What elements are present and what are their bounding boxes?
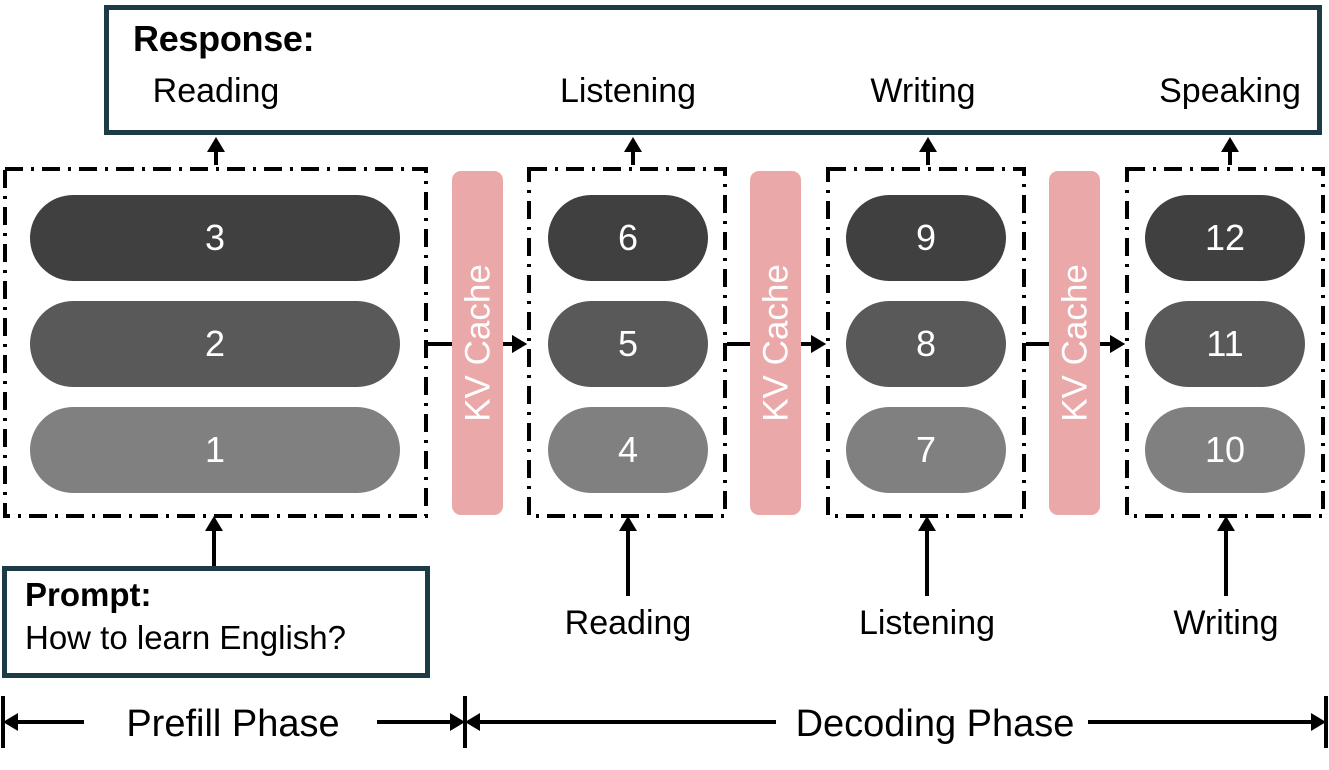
input-label-1: Listening bbox=[858, 604, 996, 642]
kv-cache-label: KV Cache bbox=[1055, 264, 1094, 422]
input-label-2: Writing bbox=[1173, 604, 1279, 642]
prompt-box: Prompt: How to learn English? bbox=[2, 566, 430, 678]
prefill-stage-output-arrow bbox=[207, 137, 225, 165]
kv-cache-bar: KV Cache bbox=[452, 171, 503, 515]
kv-flow-arrowhead-3 bbox=[1100, 335, 1125, 353]
phase-arrow-right bbox=[362, 713, 465, 731]
token-pill: 12 bbox=[1145, 195, 1305, 281]
prefill-stage-input-arrow bbox=[205, 516, 223, 566]
decode-stage-2-input-arrow bbox=[918, 516, 936, 596]
token-pill-label: 12 bbox=[1204, 217, 1246, 258]
arrow-head-up-icon bbox=[919, 137, 937, 152]
arrow-head-up-icon bbox=[624, 137, 642, 152]
arrow-head-left-icon bbox=[465, 713, 480, 731]
phase-arrow-right bbox=[1074, 713, 1326, 731]
token-pill-label: 10 bbox=[1204, 429, 1246, 470]
token-pill: 1 bbox=[30, 407, 400, 493]
response-token-label-2: Writing bbox=[870, 72, 976, 110]
phase-label-0: Prefill Phase bbox=[89, 703, 377, 746]
arrow-head-up-icon bbox=[1217, 516, 1235, 531]
token-pill: 3 bbox=[30, 195, 400, 281]
kv-flow-arrowhead-2 bbox=[801, 335, 826, 353]
token-pill-label: 5 bbox=[617, 323, 639, 364]
arrow-head-right-icon bbox=[450, 713, 465, 731]
prompt-text: How to learn English? bbox=[25, 619, 347, 656]
token-pill: 6 bbox=[548, 195, 708, 281]
token-pill: 10 bbox=[1145, 407, 1305, 493]
kv-flow-arrowhead-1 bbox=[503, 335, 527, 353]
kv-cache-bar: KV Cache bbox=[750, 171, 801, 515]
token-pill: 9 bbox=[846, 195, 1006, 281]
response-title: Response: bbox=[133, 18, 315, 59]
input-label-0: Reading bbox=[564, 604, 692, 642]
arrow-head-left-icon bbox=[3, 713, 18, 731]
token-pill: 2 bbox=[30, 301, 400, 387]
response-box: Response: bbox=[104, 5, 1322, 135]
arrow-head-up-icon bbox=[207, 137, 225, 152]
arrow-head-right-icon bbox=[1311, 713, 1326, 731]
decode-stage-3-input-arrow bbox=[1217, 516, 1235, 596]
token-pill-label: 9 bbox=[915, 217, 937, 258]
token-pill: 8 bbox=[846, 301, 1006, 387]
token-pill-label: 8 bbox=[915, 323, 937, 364]
phase-arrow-left bbox=[3, 713, 84, 731]
arrow-head-right-icon bbox=[512, 335, 527, 353]
prompt-title: Prompt: bbox=[25, 576, 152, 613]
kv-cache-label: KV Cache bbox=[756, 264, 795, 422]
token-pill: 5 bbox=[548, 301, 708, 387]
arrow-head-up-icon bbox=[619, 516, 637, 531]
phase-tick bbox=[1324, 696, 1328, 748]
token-pill: 7 bbox=[846, 407, 1006, 493]
token-pill: 4 bbox=[548, 407, 708, 493]
response-token-label-0: Reading bbox=[152, 72, 280, 110]
decode-stage-2-output-arrow bbox=[919, 137, 937, 165]
arrow-head-up-icon bbox=[205, 516, 223, 531]
token-pill: 11 bbox=[1145, 301, 1305, 387]
response-token-label-1: Listening bbox=[559, 72, 697, 110]
token-pill-label: 1 bbox=[204, 429, 226, 470]
token-pill-label: 2 bbox=[204, 323, 226, 364]
token-pill-label: 7 bbox=[915, 429, 937, 470]
token-pill-label: 3 bbox=[204, 217, 226, 258]
kv-cache-bar: KV Cache bbox=[1049, 171, 1100, 515]
decode-stage-3-output-arrow bbox=[1221, 137, 1239, 165]
arrow-head-right-icon bbox=[1110, 335, 1125, 353]
arrow-head-up-icon bbox=[1221, 137, 1239, 152]
token-pill-label: 4 bbox=[617, 429, 639, 470]
decode-stage-1-output-arrow bbox=[624, 137, 642, 165]
phase-arrow-left bbox=[465, 713, 776, 731]
token-pill-label: 6 bbox=[617, 217, 639, 258]
kv-cache-label: KV Cache bbox=[458, 264, 497, 422]
response-token-label-3: Speaking bbox=[1159, 72, 1301, 110]
decode-stage-1-input-arrow bbox=[619, 516, 637, 596]
arrow-head-up-icon bbox=[918, 516, 936, 531]
token-pill-label: 11 bbox=[1206, 323, 1244, 364]
arrow-head-right-icon bbox=[811, 335, 826, 353]
phase-label-1: Decoding Phase bbox=[782, 703, 1088, 746]
